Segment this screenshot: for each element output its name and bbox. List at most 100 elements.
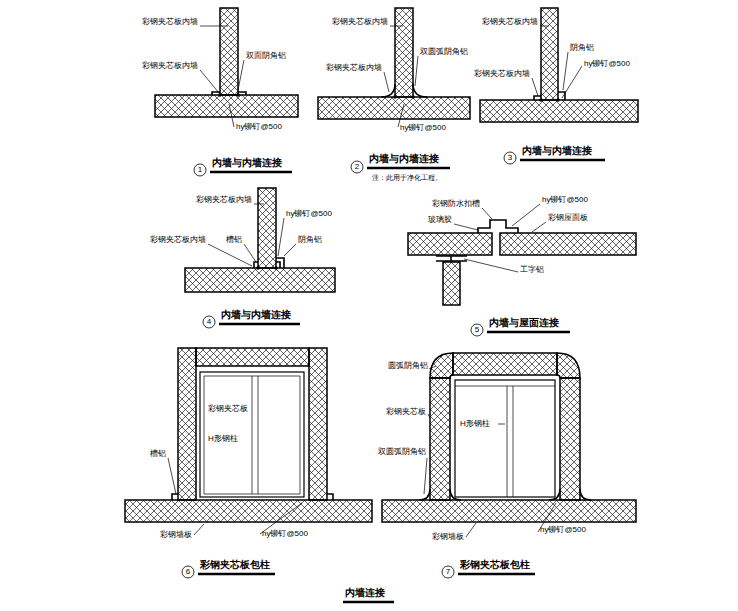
detail-title: 内墙与内墙连接	[522, 146, 592, 156]
steel-column	[200, 372, 304, 497]
part-label: 槽铝	[226, 236, 242, 244]
part-label: 彩钢夹芯板内墙	[332, 18, 388, 26]
part-label: hy铆钉@500	[542, 196, 588, 204]
wall-panel	[220, 8, 238, 95]
arc-corner	[430, 353, 453, 378]
wall-panel	[258, 188, 276, 268]
callout-circle	[471, 324, 483, 336]
part-label: 彩钢夹芯板	[386, 408, 426, 416]
wall-panel	[541, 8, 558, 100]
part-label: 彩钢墙板	[432, 533, 464, 541]
wrap-panel	[309, 348, 327, 500]
part-label: 彩钢夹芯板内墙	[142, 18, 198, 26]
i-aluminium	[436, 256, 467, 261]
leader-line	[200, 26, 244, 127]
title-underline	[458, 573, 535, 576]
part-label: 彩钢夹芯板内墙	[150, 236, 206, 244]
wrap-panel	[560, 378, 580, 500]
wall-panel	[395, 8, 413, 97]
angle-aluminium	[276, 258, 284, 268]
leader-line	[424, 366, 556, 537]
detail-7	[382, 353, 636, 578]
leader-line	[532, 26, 582, 98]
part-label: 彩钢夹芯板内墙	[326, 64, 382, 72]
title-underline	[343, 601, 394, 604]
title-underline	[210, 171, 292, 174]
part-label: 工字铝	[520, 266, 544, 274]
callout-number: 2	[355, 163, 359, 171]
leader-line	[208, 204, 296, 266]
wall-panel	[155, 95, 298, 117]
wrap-panel	[453, 353, 557, 375]
leader-line	[454, 204, 546, 272]
detail-5	[408, 204, 636, 336]
arc-aluminium	[381, 84, 427, 97]
part-label: hy铆钉@500	[584, 60, 630, 68]
diagram-title: 内墙连接	[345, 588, 385, 598]
roof-panel	[408, 233, 492, 255]
callout-circle	[194, 164, 206, 176]
part-label: 彩钢墙板	[160, 531, 192, 539]
part-label: 彩钢屋面板	[548, 214, 588, 222]
part-label: hy铆钉@500	[236, 123, 282, 131]
part-label: 双面阴角铝	[246, 52, 286, 60]
wrap-panel	[430, 378, 450, 500]
wrap-panel	[196, 348, 309, 366]
part-label: 彩钢夹芯板	[208, 405, 248, 413]
rivet	[218, 93, 222, 97]
waterproof-cap	[478, 220, 518, 233]
detail-2	[318, 8, 470, 173]
rivet	[274, 266, 278, 270]
rivet	[256, 266, 260, 270]
rivet	[539, 98, 543, 102]
callout-number: 5	[475, 326, 479, 334]
part-label: 彩钢夹芯板内墙	[196, 196, 252, 204]
wall-panel	[125, 500, 372, 522]
roof-panel	[500, 233, 636, 255]
part-label: hy铆钉@500	[262, 530, 308, 538]
callout-circle	[182, 566, 194, 578]
title-underline	[520, 159, 605, 162]
steel-column	[455, 380, 555, 497]
wall-panel	[185, 268, 335, 292]
part-label: 圆弧阴角铝	[388, 362, 428, 370]
detail-title: 内墙与内墙连接	[212, 158, 282, 168]
wrap-panel	[178, 348, 196, 500]
channel-aluminium	[172, 494, 333, 500]
rivet	[556, 98, 560, 102]
callout-number: 6	[186, 568, 190, 576]
callout-circle	[504, 152, 516, 164]
callout-number: 7	[446, 568, 450, 576]
leader-line	[168, 458, 302, 535]
part-label: hy铆钉@500	[540, 526, 586, 534]
callout-number: 3	[508, 154, 512, 162]
callout-circle	[351, 161, 363, 173]
angle-aluminium	[534, 92, 565, 100]
part-label: 阴角铝	[298, 236, 322, 244]
part-label: 双圆弧阴角铝	[420, 48, 468, 56]
wall-panel	[443, 262, 460, 305]
arc-corner	[557, 353, 580, 378]
detail-title: 内墙与内墙连接	[369, 154, 439, 164]
steel-column	[455, 386, 555, 497]
detail-title: 内墙与内墙连接	[221, 310, 291, 320]
title-underline	[198, 573, 275, 576]
steel-column	[204, 376, 300, 494]
rivet	[236, 93, 240, 97]
part-label: H形钢柱	[208, 435, 238, 443]
part-label: hy铆钉@500	[400, 124, 446, 132]
detail-title: 彩钢夹芯板包柱	[460, 560, 530, 570]
part-label: 双圆弧阴角铝	[378, 448, 426, 456]
detail-3	[480, 8, 638, 164]
part-label: 彩钢夹芯板内墙	[474, 70, 530, 78]
rivet	[393, 95, 397, 99]
part-label: 玻璃胶	[428, 216, 452, 224]
wall-panel	[382, 500, 636, 522]
detail-1	[155, 8, 298, 176]
part-label: 槽铝	[150, 450, 166, 458]
leader-line	[384, 26, 418, 127]
detail-6	[125, 348, 372, 578]
